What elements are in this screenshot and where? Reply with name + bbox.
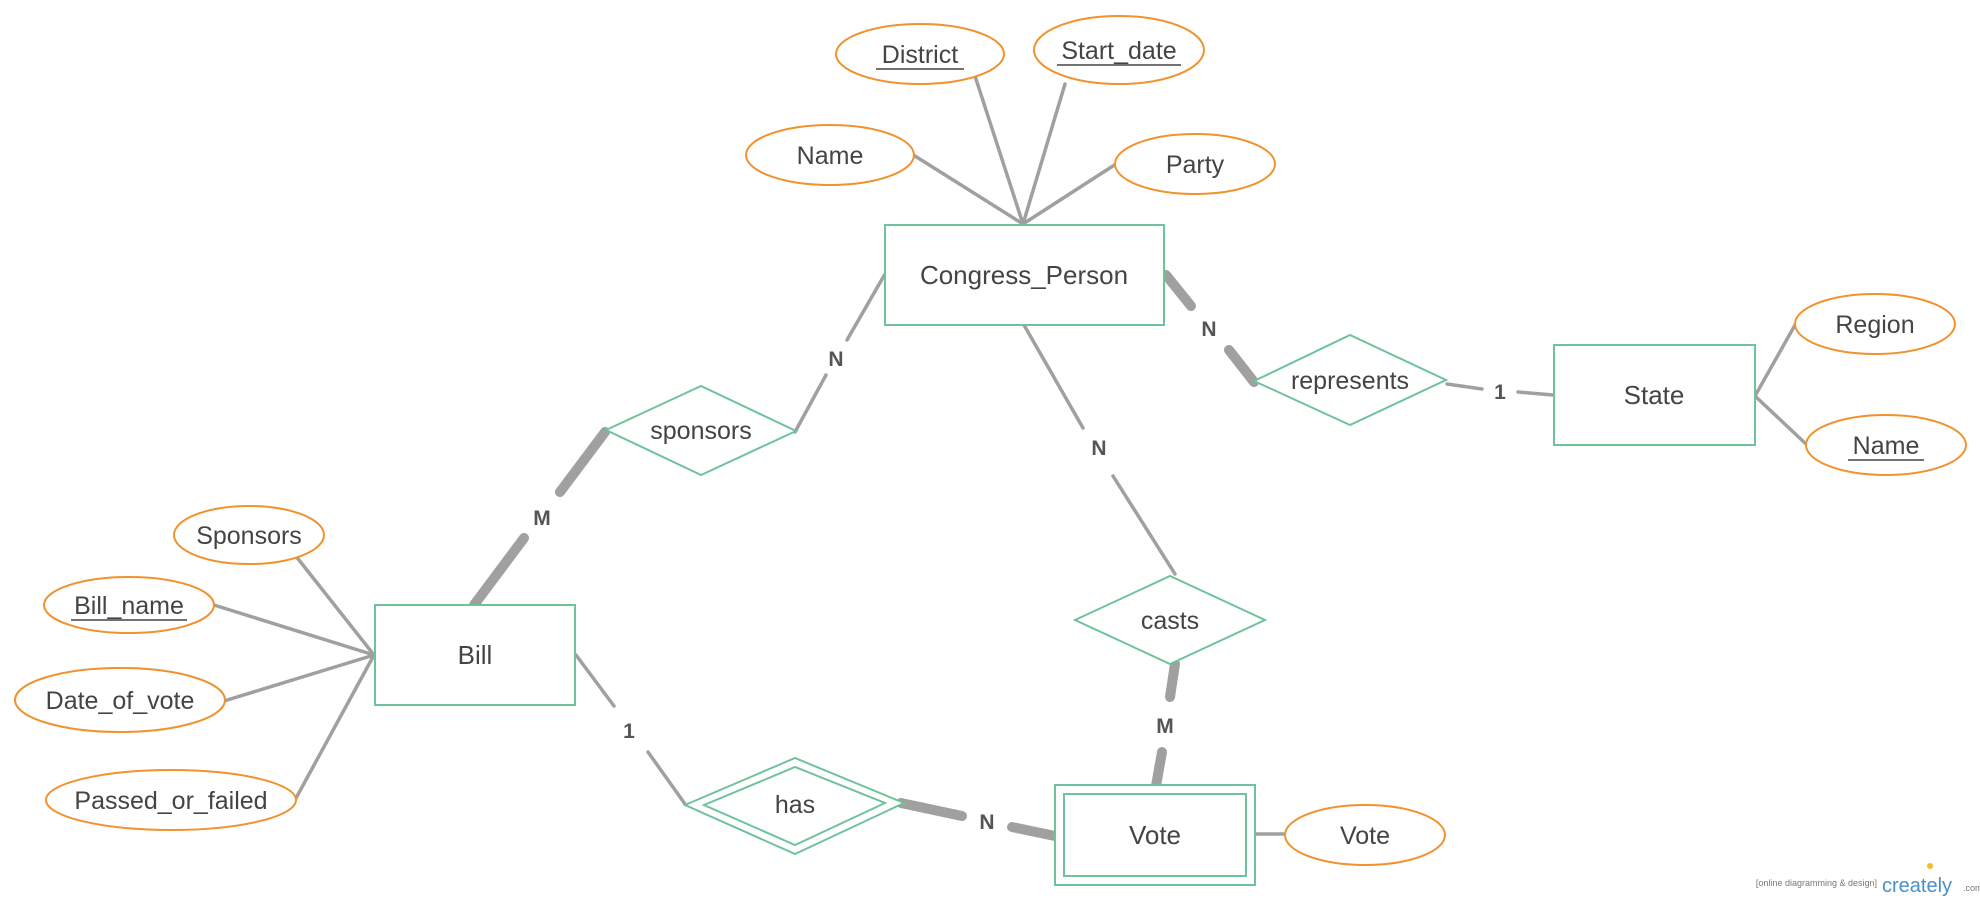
connector-vote-casts-a	[1165, 659, 1180, 702]
attribute-cp-name[interactable]: Name	[745, 124, 915, 186]
attribute-passed-or-failed[interactable]: Passed_or_failed	[45, 769, 297, 831]
cardinality-vote-casts: M	[1156, 715, 1174, 738]
relationship-sponsors[interactable]: sponsors	[603, 384, 799, 477]
cardinality-state-represents: 1	[1494, 381, 1506, 404]
watermark-brand: creately	[1882, 875, 1952, 897]
entity-congress-person[interactable]: Congress_Person	[884, 224, 1165, 326]
attribute-sponsors[interactable]: Sponsors	[173, 505, 325, 565]
cardinality-labels: N M N 1 N M 1 N	[533, 318, 1506, 834]
entity-vote-weak[interactable]: Vote	[1054, 784, 1256, 886]
connector-bill-name	[212, 603, 376, 657]
connector-district	[972, 71, 1025, 226]
attribute-label: Party	[1166, 151, 1225, 179]
cardinality-cp-sponsors: N	[828, 348, 843, 371]
attribute-party[interactable]: Party	[1114, 133, 1276, 195]
connector-bill-sponsors-b	[469, 533, 529, 610]
connector-cp-sponsors-b	[793, 373, 828, 434]
cardinality-bill-has: 1	[623, 720, 635, 743]
attribute-district-key[interactable]: District	[835, 23, 1005, 85]
entity-bill[interactable]: Bill	[374, 604, 576, 706]
connector-date-of-vote	[222, 653, 376, 703]
watermark-sun-icon	[1927, 863, 1933, 869]
connector-vote-has-b	[1007, 822, 1060, 841]
attribute-label: Vote	[1340, 822, 1390, 850]
connector-passed-or-failed	[293, 653, 376, 802]
attribute-start-date-key[interactable]: Start_date	[1033, 15, 1205, 85]
creately-watermark: [online diagramming & design] creately .…	[1756, 863, 1980, 897]
relationship-label: sponsors	[650, 417, 751, 445]
watermark-tagline: [online diagramming & design]	[1756, 878, 1877, 888]
relationship-label: has	[775, 791, 815, 819]
connector-start-date	[1021, 82, 1067, 226]
entity-label: Bill	[458, 640, 493, 670]
relationship-casts[interactable]: casts	[1072, 574, 1268, 666]
relationship-represents[interactable]: represents	[1251, 333, 1449, 427]
entity-label: Congress_Person	[920, 260, 1128, 290]
connector-lines	[212, 71, 1808, 841]
entity-label: State	[1624, 380, 1685, 410]
connector-cp-represents-a	[1161, 270, 1196, 311]
attribute-label: District	[882, 41, 958, 69]
connector-state-name	[1753, 394, 1808, 446]
connector-vote-casts-b	[1151, 747, 1167, 791]
attribute-state-name-key[interactable]: Name	[1805, 414, 1967, 476]
attribute-label: Name	[797, 142, 864, 170]
cardinality-bill-sponsors: M	[533, 507, 551, 530]
cardinality-cp-represents: N	[1201, 318, 1216, 341]
relationship-has-identifying[interactable]: has	[682, 756, 907, 856]
attribute-label: Sponsors	[196, 522, 302, 550]
connector-cp-represents-b	[1224, 345, 1259, 387]
connector-cp-name	[913, 154, 1025, 226]
entity-state[interactable]: State	[1553, 344, 1756, 446]
connector-bill-has-b	[646, 750, 687, 806]
attribute-label: Start_date	[1061, 37, 1176, 65]
connector-vote-has-a	[896, 798, 967, 821]
attribute-label: Bill_name	[74, 592, 184, 620]
attribute-label: Region	[1835, 311, 1914, 339]
attribute-bill-name-key[interactable]: Bill_name	[43, 576, 215, 634]
connector-party	[1021, 162, 1118, 226]
connector-bill-has-a	[574, 653, 616, 708]
relationship-label: represents	[1291, 367, 1409, 395]
relationship-label: casts	[1141, 607, 1199, 635]
connector-cp-casts-b	[1111, 474, 1177, 576]
connector-bill-sponsors-a	[555, 427, 610, 497]
attribute-vote[interactable]: Vote	[1284, 804, 1446, 866]
connector-state-represents-a	[1445, 382, 1484, 391]
attribute-date-of-vote[interactable]: Date_of_vote	[14, 667, 226, 733]
connector-cp-sponsors-a	[845, 272, 887, 342]
connector-cp-casts-a	[1022, 323, 1085, 430]
connector-sponsors-attr	[293, 553, 376, 657]
connector-state-represents-b	[1516, 390, 1555, 397]
watermark-domain: .com	[1963, 883, 1980, 893]
connector-region	[1753, 323, 1797, 398]
attribute-label: Passed_or_failed	[74, 787, 267, 815]
cardinality-cp-casts: N	[1091, 437, 1106, 460]
attribute-region[interactable]: Region	[1794, 293, 1956, 355]
attribute-label: Name	[1853, 432, 1920, 460]
cardinality-vote-has: N	[979, 811, 994, 834]
attribute-label: Date_of_vote	[46, 687, 195, 715]
entity-label: Vote	[1129, 820, 1181, 850]
